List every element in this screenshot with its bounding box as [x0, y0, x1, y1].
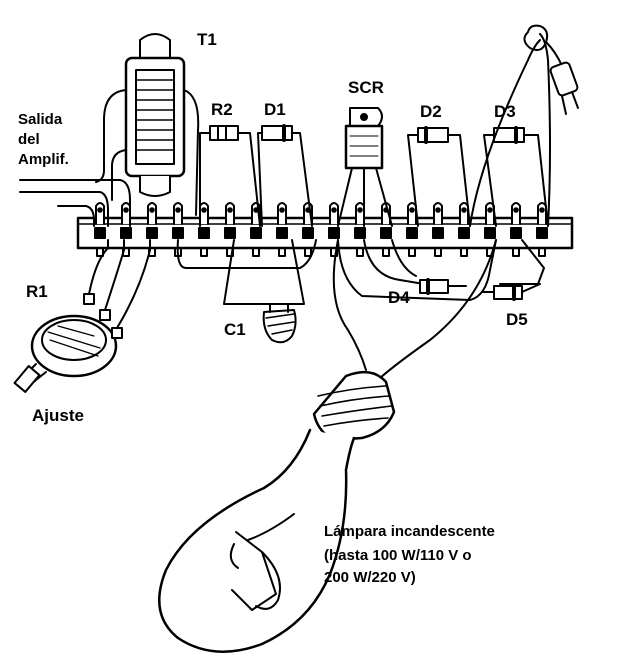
label-salida: Salida [18, 111, 63, 128]
terminal-strip [76, 202, 574, 257]
terminal-lug [406, 202, 418, 257]
label-d2: D2 [420, 102, 442, 121]
label-t1: T1 [197, 30, 217, 49]
label-d3: D3 [494, 102, 516, 121]
label-r2: R2 [211, 100, 233, 119]
label-scr: SCR [348, 78, 384, 97]
label-lamp-line1: Lámpara incandescente [324, 523, 495, 540]
capacitor-c1 [223, 239, 305, 344]
label-d1: D1 [264, 100, 286, 119]
terminal-lug [94, 202, 106, 257]
label-lamp-line3: 200 W/220 V) [324, 569, 416, 586]
terminal-lug [276, 202, 288, 257]
resistor-r2 [199, 125, 261, 227]
diode-d5 [481, 283, 541, 301]
label-del: del [18, 131, 40, 148]
terminal-lug [328, 202, 340, 257]
diode-d1 [257, 124, 313, 227]
power-plug [469, 24, 579, 227]
diode-d4 [419, 278, 467, 295]
label-d5: D5 [506, 310, 528, 329]
terminal-lug [224, 202, 236, 257]
transformer-t1 [95, 33, 200, 216]
incandescent-lamp [158, 370, 396, 653]
diode-d2 [407, 126, 471, 227]
scr [337, 107, 393, 227]
terminal-lug [198, 202, 210, 257]
label-d4: D4 [388, 288, 410, 307]
terminal-lug [354, 202, 366, 257]
label-ajuste: Ajuste [32, 406, 84, 425]
lamp-leads [332, 239, 497, 379]
jumper-wiring [176, 239, 545, 301]
terminal-lug [458, 202, 470, 257]
label-c1: C1 [224, 320, 246, 339]
diode-d3 [483, 126, 549, 227]
label-lamp-line2: (hasta 100 W/110 V o [324, 547, 472, 564]
potentiometer-r1 [13, 239, 151, 393]
terminal-lug [432, 202, 444, 257]
label-r1: R1 [26, 282, 48, 301]
label-amplif: Amplif. [18, 151, 69, 168]
amplifier-input-wires [19, 179, 131, 227]
terminal-lug [172, 202, 184, 257]
terminal-lug [510, 202, 522, 257]
